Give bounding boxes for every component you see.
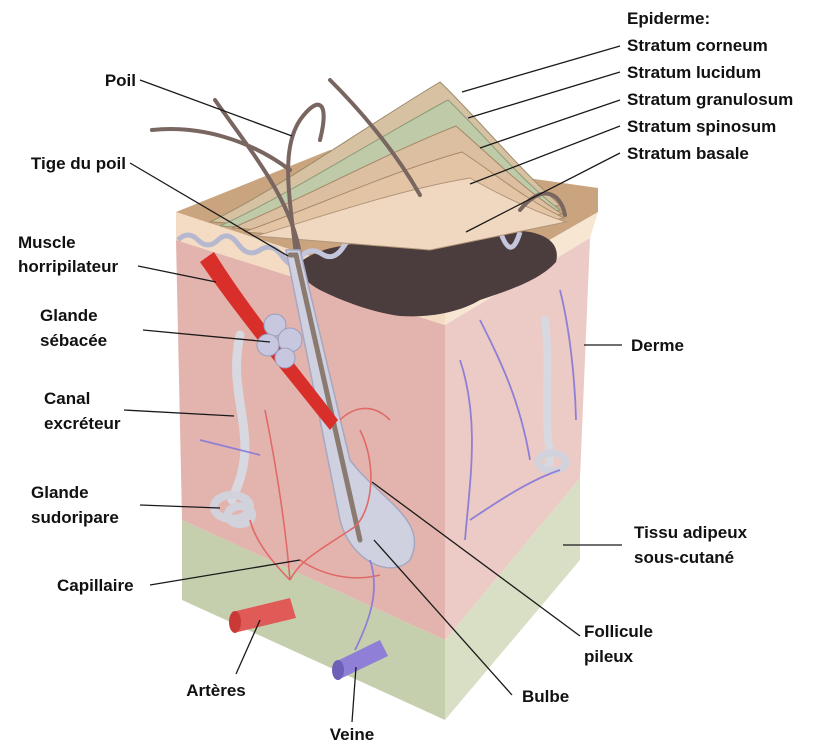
label-glande-sebacee-line1: Glande xyxy=(40,306,98,325)
label-canal-line2: excréteur xyxy=(44,414,121,433)
label-arteres: Artères xyxy=(186,681,246,700)
skin-block xyxy=(152,80,598,720)
label-derme: Derme xyxy=(631,336,684,355)
label-stratum-granulosum: Stratum granulosum xyxy=(627,90,793,109)
label-capillaire: Capillaire xyxy=(57,576,134,595)
label-muscle-line2: horripilateur xyxy=(18,257,119,276)
label-muscle-line1: Muscle xyxy=(18,233,76,252)
label-bulbe: Bulbe xyxy=(522,687,569,706)
label-canal-line1: Canal xyxy=(44,389,90,408)
label-poil: Poil xyxy=(105,71,136,90)
label-glande-sudoripare-line1: Glande xyxy=(31,483,89,502)
label-tissu-line2: sous-cutané xyxy=(634,548,734,567)
label-veine: Veine xyxy=(330,725,374,744)
label-follicule-line2: pileux xyxy=(584,647,634,666)
label-stratum-spinosum: Stratum spinosum xyxy=(627,117,776,136)
label-tissu-line1: Tissu adipeux xyxy=(634,523,748,542)
label-glande-sudoripare-line2: sudoripare xyxy=(31,508,119,527)
label-stratum-lucidum: Stratum lucidum xyxy=(627,63,761,82)
sweat-gland-duct-right xyxy=(545,320,550,465)
label-tige-du-poil: Tige du poil xyxy=(31,154,126,173)
label-follicule-line1: Follicule xyxy=(584,622,653,641)
label-stratum-basale: Stratum basale xyxy=(627,144,749,163)
label-glande-sebacee-line2: sébacée xyxy=(40,331,107,350)
label-epiderme: Epiderme: xyxy=(627,9,710,28)
label-stratum-corneum: Stratum corneum xyxy=(627,36,768,55)
